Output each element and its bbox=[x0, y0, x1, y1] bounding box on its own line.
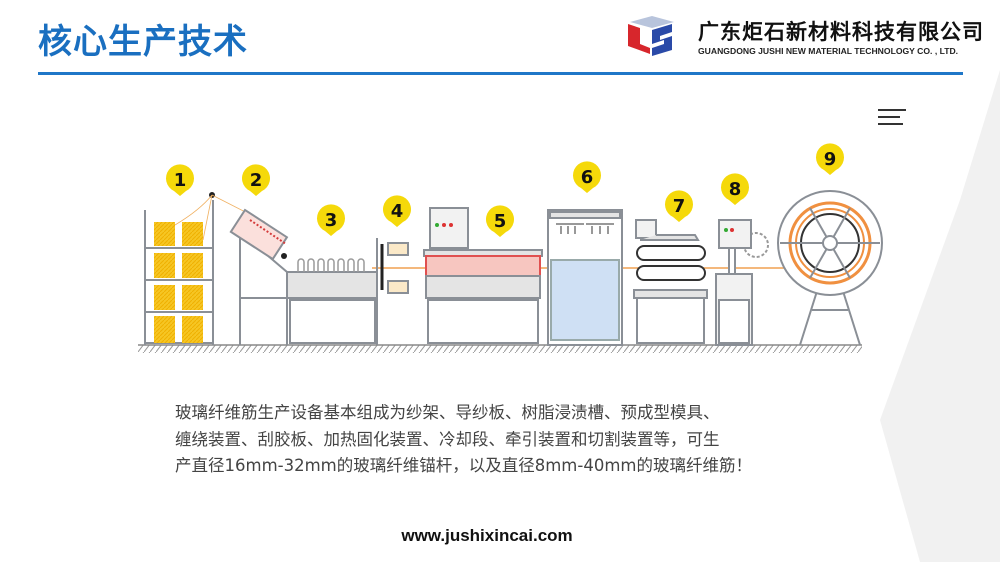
svg-text:3: 3 bbox=[325, 210, 338, 231]
decorative-background-shape bbox=[880, 70, 1000, 562]
heating-curing-device bbox=[423, 207, 543, 344]
svg-text:5: 5 bbox=[494, 211, 507, 232]
svg-text:8: 8 bbox=[729, 179, 742, 200]
resin-impregnation-tank bbox=[286, 238, 378, 345]
step-pin-4: 4 bbox=[383, 195, 412, 227]
header-divider bbox=[38, 72, 963, 75]
company-name: 广东炬石新材料科技有限公司 bbox=[698, 20, 984, 44]
svg-text:6: 6 bbox=[581, 167, 594, 188]
description-line: 玻璃纤维筋生产设备基本组成为纱架、导纱板、树脂浸渍槽、预成型模具、 bbox=[175, 403, 720, 422]
website-url[interactable]: www.jushixincai.com bbox=[401, 526, 573, 545]
step-pin-3: 3 bbox=[317, 204, 345, 236]
step-pin-9: 9 bbox=[816, 143, 845, 175]
description-line: 产直径16mm-32mm的玻璃纤维锚杆，以及直径8mm-40mm的玻璃纤维筋！ bbox=[175, 456, 752, 475]
svg-text:2: 2 bbox=[250, 170, 263, 191]
svg-text:4: 4 bbox=[391, 201, 404, 222]
cooling-section bbox=[547, 209, 623, 346]
svg-text:9: 9 bbox=[824, 149, 837, 170]
winding-device bbox=[380, 242, 409, 294]
svg-text:1: 1 bbox=[174, 170, 187, 191]
description-line: 缠绕装置、刮胶板、加热固化装置、冷却段、牵引装置和切割装置等，可生 bbox=[175, 429, 720, 449]
take-up-reel bbox=[777, 190, 883, 346]
company-name-english: GUANGDONG JUSHI NEW MATERIAL TECHNOLOGY … bbox=[698, 46, 959, 56]
step-pin-7: 7 bbox=[665, 190, 693, 222]
step-pin-2: 2 bbox=[242, 164, 270, 196]
step-pins: 1 2 3 4 5 6 7 8 9 bbox=[166, 143, 845, 237]
ground bbox=[138, 344, 862, 353]
page-title: 核心生产技术 bbox=[38, 22, 248, 62]
cutting-device bbox=[715, 219, 769, 346]
step-pin-6: 6 bbox=[573, 161, 601, 193]
step-pin-1: 1 bbox=[166, 164, 194, 196]
svg-text:7: 7 bbox=[673, 196, 686, 217]
step-pin-8: 8 bbox=[721, 173, 750, 205]
yarn-guide-plate bbox=[229, 208, 289, 345]
traction-device bbox=[633, 219, 708, 344]
hamburger-menu-icon[interactable] bbox=[878, 109, 906, 127]
company-logo bbox=[628, 16, 674, 56]
description-text: 玻璃纤维筋生产设备基本组成为纱架、导纱板、树脂浸渍槽、预成型模具、 缠绕装置、刮… bbox=[175, 400, 855, 480]
step-pin-5: 5 bbox=[486, 205, 515, 237]
creel-rack bbox=[144, 192, 266, 345]
